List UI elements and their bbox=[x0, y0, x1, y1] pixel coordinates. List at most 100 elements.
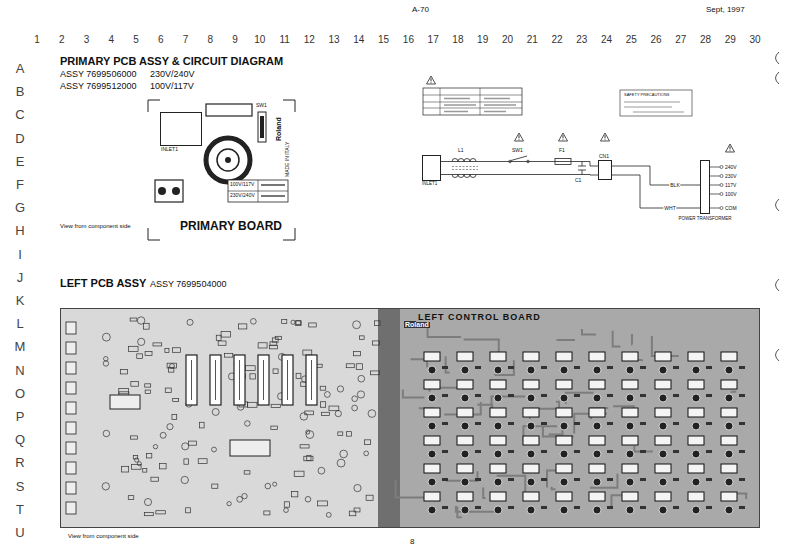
resistor bbox=[442, 366, 448, 369]
pcb-trace bbox=[613, 331, 621, 347]
voltage-table bbox=[228, 180, 288, 202]
label-text: View from component side bbox=[60, 223, 131, 229]
led bbox=[589, 380, 605, 389]
wire bbox=[441, 162, 598, 167]
pcb-part bbox=[218, 341, 226, 345]
pcb-part bbox=[326, 512, 331, 517]
wire bbox=[612, 166, 700, 185]
led bbox=[490, 436, 506, 445]
resistor bbox=[574, 422, 580, 425]
resistor bbox=[442, 422, 448, 425]
switch bbox=[527, 394, 535, 402]
led bbox=[457, 380, 473, 389]
resistor bbox=[541, 478, 547, 481]
transformer-tap bbox=[710, 167, 720, 168]
pcb-part bbox=[275, 336, 281, 339]
pcb-part bbox=[340, 450, 348, 458]
pcb-part bbox=[143, 323, 149, 329]
grid-index: C bbox=[15, 108, 24, 121]
pcb-part bbox=[143, 468, 147, 472]
led bbox=[622, 492, 638, 501]
switch bbox=[428, 422, 436, 430]
ic bbox=[66, 322, 76, 334]
slider bbox=[282, 355, 293, 405]
grid-index: 21 bbox=[527, 35, 538, 45]
led bbox=[457, 492, 473, 501]
resistor bbox=[739, 450, 745, 453]
pcb-part bbox=[282, 320, 287, 324]
switch bbox=[626, 366, 634, 374]
pcb-trace bbox=[403, 389, 425, 397]
switch bbox=[692, 422, 700, 430]
switch bbox=[692, 478, 700, 486]
pcb-part bbox=[103, 361, 108, 366]
label-text: 230V/240V bbox=[150, 70, 195, 79]
label-text: F1 bbox=[559, 148, 565, 153]
transformer-tap bbox=[710, 194, 720, 195]
led bbox=[490, 464, 506, 473]
grid-index: R bbox=[15, 456, 24, 469]
led bbox=[655, 436, 671, 445]
pcb-part bbox=[245, 421, 251, 427]
pcb-part bbox=[296, 373, 301, 378]
label-text: Roland bbox=[404, 321, 430, 328]
resistor bbox=[475, 394, 481, 397]
transformer-tap bbox=[710, 208, 720, 209]
pcb-part bbox=[373, 341, 380, 345]
punch-mark bbox=[776, 349, 780, 361]
led bbox=[523, 408, 539, 417]
switch bbox=[725, 478, 733, 486]
grid-index: 4 bbox=[108, 35, 114, 45]
pcb-part bbox=[303, 350, 312, 355]
table-cell-mark bbox=[444, 99, 516, 112]
pcb-part bbox=[128, 496, 133, 500]
switch bbox=[626, 422, 634, 430]
grid-index: D bbox=[15, 131, 24, 144]
pcb-part bbox=[120, 369, 127, 374]
pcb-part bbox=[167, 363, 176, 368]
switch bbox=[692, 506, 700, 514]
pcb-part bbox=[187, 319, 193, 325]
warning-mark bbox=[519, 139, 520, 140]
grid-index: 26 bbox=[650, 35, 661, 45]
wire bbox=[612, 175, 700, 208]
pcb-part bbox=[337, 386, 343, 392]
resistor bbox=[706, 506, 712, 509]
pcb-part bbox=[147, 453, 152, 458]
warning-mark bbox=[431, 78, 432, 81]
pcb-part bbox=[144, 498, 151, 505]
punch-mark bbox=[776, 52, 780, 64]
pcb-part bbox=[291, 320, 295, 324]
switch bbox=[692, 366, 700, 374]
resistor bbox=[607, 450, 613, 453]
pcb-part bbox=[130, 318, 137, 321]
pcb-part bbox=[160, 432, 166, 438]
switch bbox=[428, 394, 436, 402]
pcb-part bbox=[360, 336, 364, 339]
pcb-part bbox=[145, 390, 150, 393]
switch bbox=[626, 394, 634, 402]
ic bbox=[230, 440, 270, 456]
pcb-part bbox=[364, 451, 369, 456]
label-text: Roland bbox=[275, 117, 282, 141]
led bbox=[721, 408, 737, 417]
pcb-part bbox=[318, 467, 325, 474]
led bbox=[457, 408, 473, 417]
led bbox=[721, 352, 737, 361]
switch bbox=[593, 422, 601, 430]
switch bbox=[461, 394, 469, 402]
switch bbox=[692, 394, 700, 402]
inductor-core bbox=[452, 167, 478, 170]
resistor bbox=[706, 394, 712, 397]
pcb-part bbox=[265, 483, 271, 489]
led bbox=[556, 464, 572, 473]
tap-terminal bbox=[720, 193, 723, 196]
label-text: LEFT PCB ASSY bbox=[60, 278, 146, 289]
transformer-tap bbox=[710, 185, 720, 186]
pcb-trace bbox=[543, 426, 574, 436]
resistor bbox=[574, 366, 580, 369]
transformer-tap bbox=[710, 176, 720, 177]
switch bbox=[527, 506, 535, 514]
transformer-clamp bbox=[206, 104, 252, 116]
pcb-part bbox=[224, 353, 232, 357]
